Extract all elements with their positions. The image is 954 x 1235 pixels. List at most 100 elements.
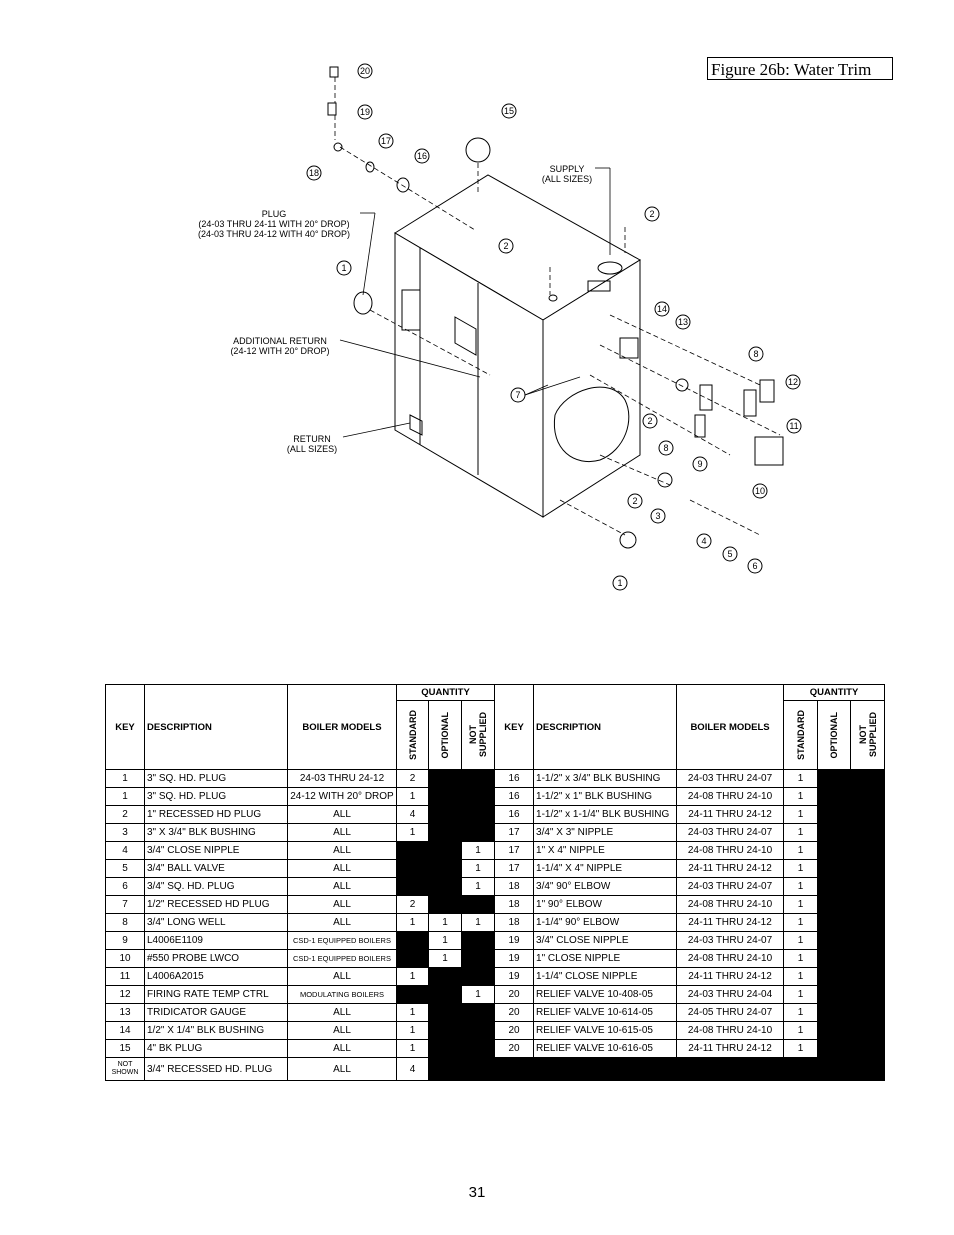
header-boiler-models: BOILER MODELS — [287, 684, 397, 770]
cell-qty-std-right: 1 — [783, 949, 819, 968]
callout-3: 3 — [650, 508, 666, 524]
header-quantity: QUANTITY — [395, 684, 496, 701]
header-standard: STANDARD — [407, 710, 418, 760]
cell-qty-ns — [460, 1021, 496, 1040]
cell-qty-ns — [460, 1057, 496, 1081]
cell-filler — [494, 1057, 886, 1081]
plug-label: PLUG(24-03 THRU 24-11 WITH 20° DROP)(24-… — [198, 209, 350, 239]
cell-qty-ns — [460, 895, 496, 914]
callout-8b: 8 — [658, 440, 674, 456]
cell-qty-std: 1 — [396, 913, 429, 932]
svg-text:13: 13 — [678, 317, 688, 327]
cell-key-right: 18 — [494, 895, 535, 914]
header-standard-right: STANDARD — [795, 710, 806, 760]
cell-description: L4006A2015 — [144, 967, 288, 986]
page-number: 31 — [468, 1184, 486, 1201]
cell-qty-std: 1 — [396, 823, 429, 842]
svg-text:7: 7 — [515, 390, 520, 400]
callout-16: 16 — [414, 148, 430, 164]
svg-text:9: 9 — [697, 459, 702, 469]
cell-key: 2 — [105, 805, 145, 824]
callout-12: 12 — [785, 374, 801, 390]
cell-qty-ns-right — [850, 841, 886, 860]
cell-qty-opt: 1 — [428, 931, 462, 950]
cell-description: TRIDICATOR GAUGE — [144, 1003, 288, 1022]
svg-text:16: 16 — [417, 151, 427, 161]
cell-description: 1" RECESSED HD PLUG — [144, 805, 288, 824]
cell-key-right: 19 — [494, 967, 535, 986]
callout-11: 11 — [786, 418, 802, 434]
svg-text:2: 2 — [649, 209, 654, 219]
cell-boiler-models: ALL — [287, 913, 397, 932]
cell-boiler-models: CSD-1 EQUIPPED BOILERS — [287, 949, 397, 968]
cell-description: 4" BK PLUG — [144, 1039, 288, 1058]
svg-text:4: 4 — [701, 536, 706, 546]
cell-qty-opt-right — [817, 967, 852, 986]
water-trim-diagram: 20 19 17 16 18 15 2 2 1 14 13 8 12 7 11 … — [198, 63, 802, 591]
cell-description-right: 3/4" X 3" NIPPLE — [533, 823, 678, 842]
cell-description: 1/2" X 1/4" BLK BUSHING — [144, 1021, 288, 1040]
svg-text:17: 17 — [381, 136, 391, 146]
svg-text:2: 2 — [632, 496, 637, 506]
cell-boiler-models: ALL — [287, 895, 397, 914]
cell-qty-opt — [428, 967, 462, 986]
cell-qty-std: 1 — [396, 967, 429, 986]
cell-qty-std-right: 1 — [783, 841, 819, 860]
cell-boiler-models-right: 24-11 THRU 24-12 — [676, 805, 785, 824]
cell-key-right: 17 — [494, 859, 535, 878]
cell-qty-std: 4 — [396, 1057, 429, 1081]
cell-qty-opt-right — [817, 1003, 852, 1022]
cell-qty-ns-right — [850, 895, 886, 914]
cell-qty-opt-right — [817, 931, 852, 950]
cell-description-right: RELIEF VALVE 10-614-05 — [533, 1003, 678, 1022]
cell-key: 14 — [105, 1021, 145, 1040]
callout-2c: 2 — [642, 413, 658, 429]
cell-key-right: 20 — [494, 1039, 535, 1058]
cell-description: 3" X 3/4" BLK BUSHING — [144, 823, 288, 842]
cell-boiler-models-right: 24-03 THRU 24-07 — [676, 877, 785, 896]
cell-boiler-models-right: 24-05 THRU 24-07 — [676, 1003, 785, 1022]
cell-description: #550 PROBE LWCO — [144, 949, 288, 968]
callout-7: 7 — [510, 387, 526, 403]
cell-boiler-models-right: 24-08 THRU 24-10 — [676, 841, 785, 860]
cell-description: 3/4" SQ. HD. PLUG — [144, 877, 288, 896]
cell-description-right: 1" 90° ELBOW — [533, 895, 678, 914]
cell-key-right: 20 — [494, 1021, 535, 1040]
cell-qty-opt-right — [817, 805, 852, 824]
callout-20: 20 — [357, 63, 373, 79]
cell-qty-ns: 1 — [460, 859, 496, 878]
cell-qty-ns-right — [850, 805, 886, 824]
cell-qty-opt-right — [817, 985, 852, 1004]
header-quantity-right: QUANTITY — [783, 684, 886, 701]
additional-return-label: ADDITIONAL RETURN(24-12 WITH 20° DROP) — [230, 336, 329, 356]
cell-description-right: 1-1/4" CLOSE NIPPLE — [533, 967, 678, 986]
cell-qty-opt — [428, 1057, 462, 1081]
cell-boiler-models: ALL — [287, 859, 397, 878]
cell-key: NOT SHOWN — [105, 1057, 145, 1081]
callout-15: 15 — [501, 103, 517, 119]
cell-description-right: 1-1/4" X 4" NIPPLE — [533, 859, 678, 878]
cell-key: 7 — [105, 895, 145, 914]
cell-boiler-models-right: 24-08 THRU 24-10 — [676, 1021, 785, 1040]
header-boiler-models-right: BOILER MODELS — [676, 684, 785, 770]
cell-key-right: 20 — [494, 985, 535, 1004]
cell-qty-ns-right — [850, 985, 886, 1004]
cell-qty-opt — [428, 895, 462, 914]
cell-description-right: 1-1/2" x 3/4" BLK BUSHING — [533, 769, 678, 788]
header-description: DESCRIPTION — [144, 684, 288, 770]
cell-qty-opt-right — [817, 859, 852, 878]
cell-boiler-models: ALL — [287, 823, 397, 842]
cell-boiler-models: ALL — [287, 1057, 397, 1081]
cell-qty-opt-right — [817, 1021, 852, 1040]
cell-qty-ns-right — [850, 1021, 886, 1040]
cell-qty-ns-right — [850, 787, 886, 806]
cell-qty-opt-right — [817, 787, 852, 806]
cell-key: 5 — [105, 859, 145, 878]
cell-qty-opt-right — [817, 877, 852, 896]
svg-text:2: 2 — [647, 416, 652, 426]
svg-text:11: 11 — [789, 421, 798, 431]
